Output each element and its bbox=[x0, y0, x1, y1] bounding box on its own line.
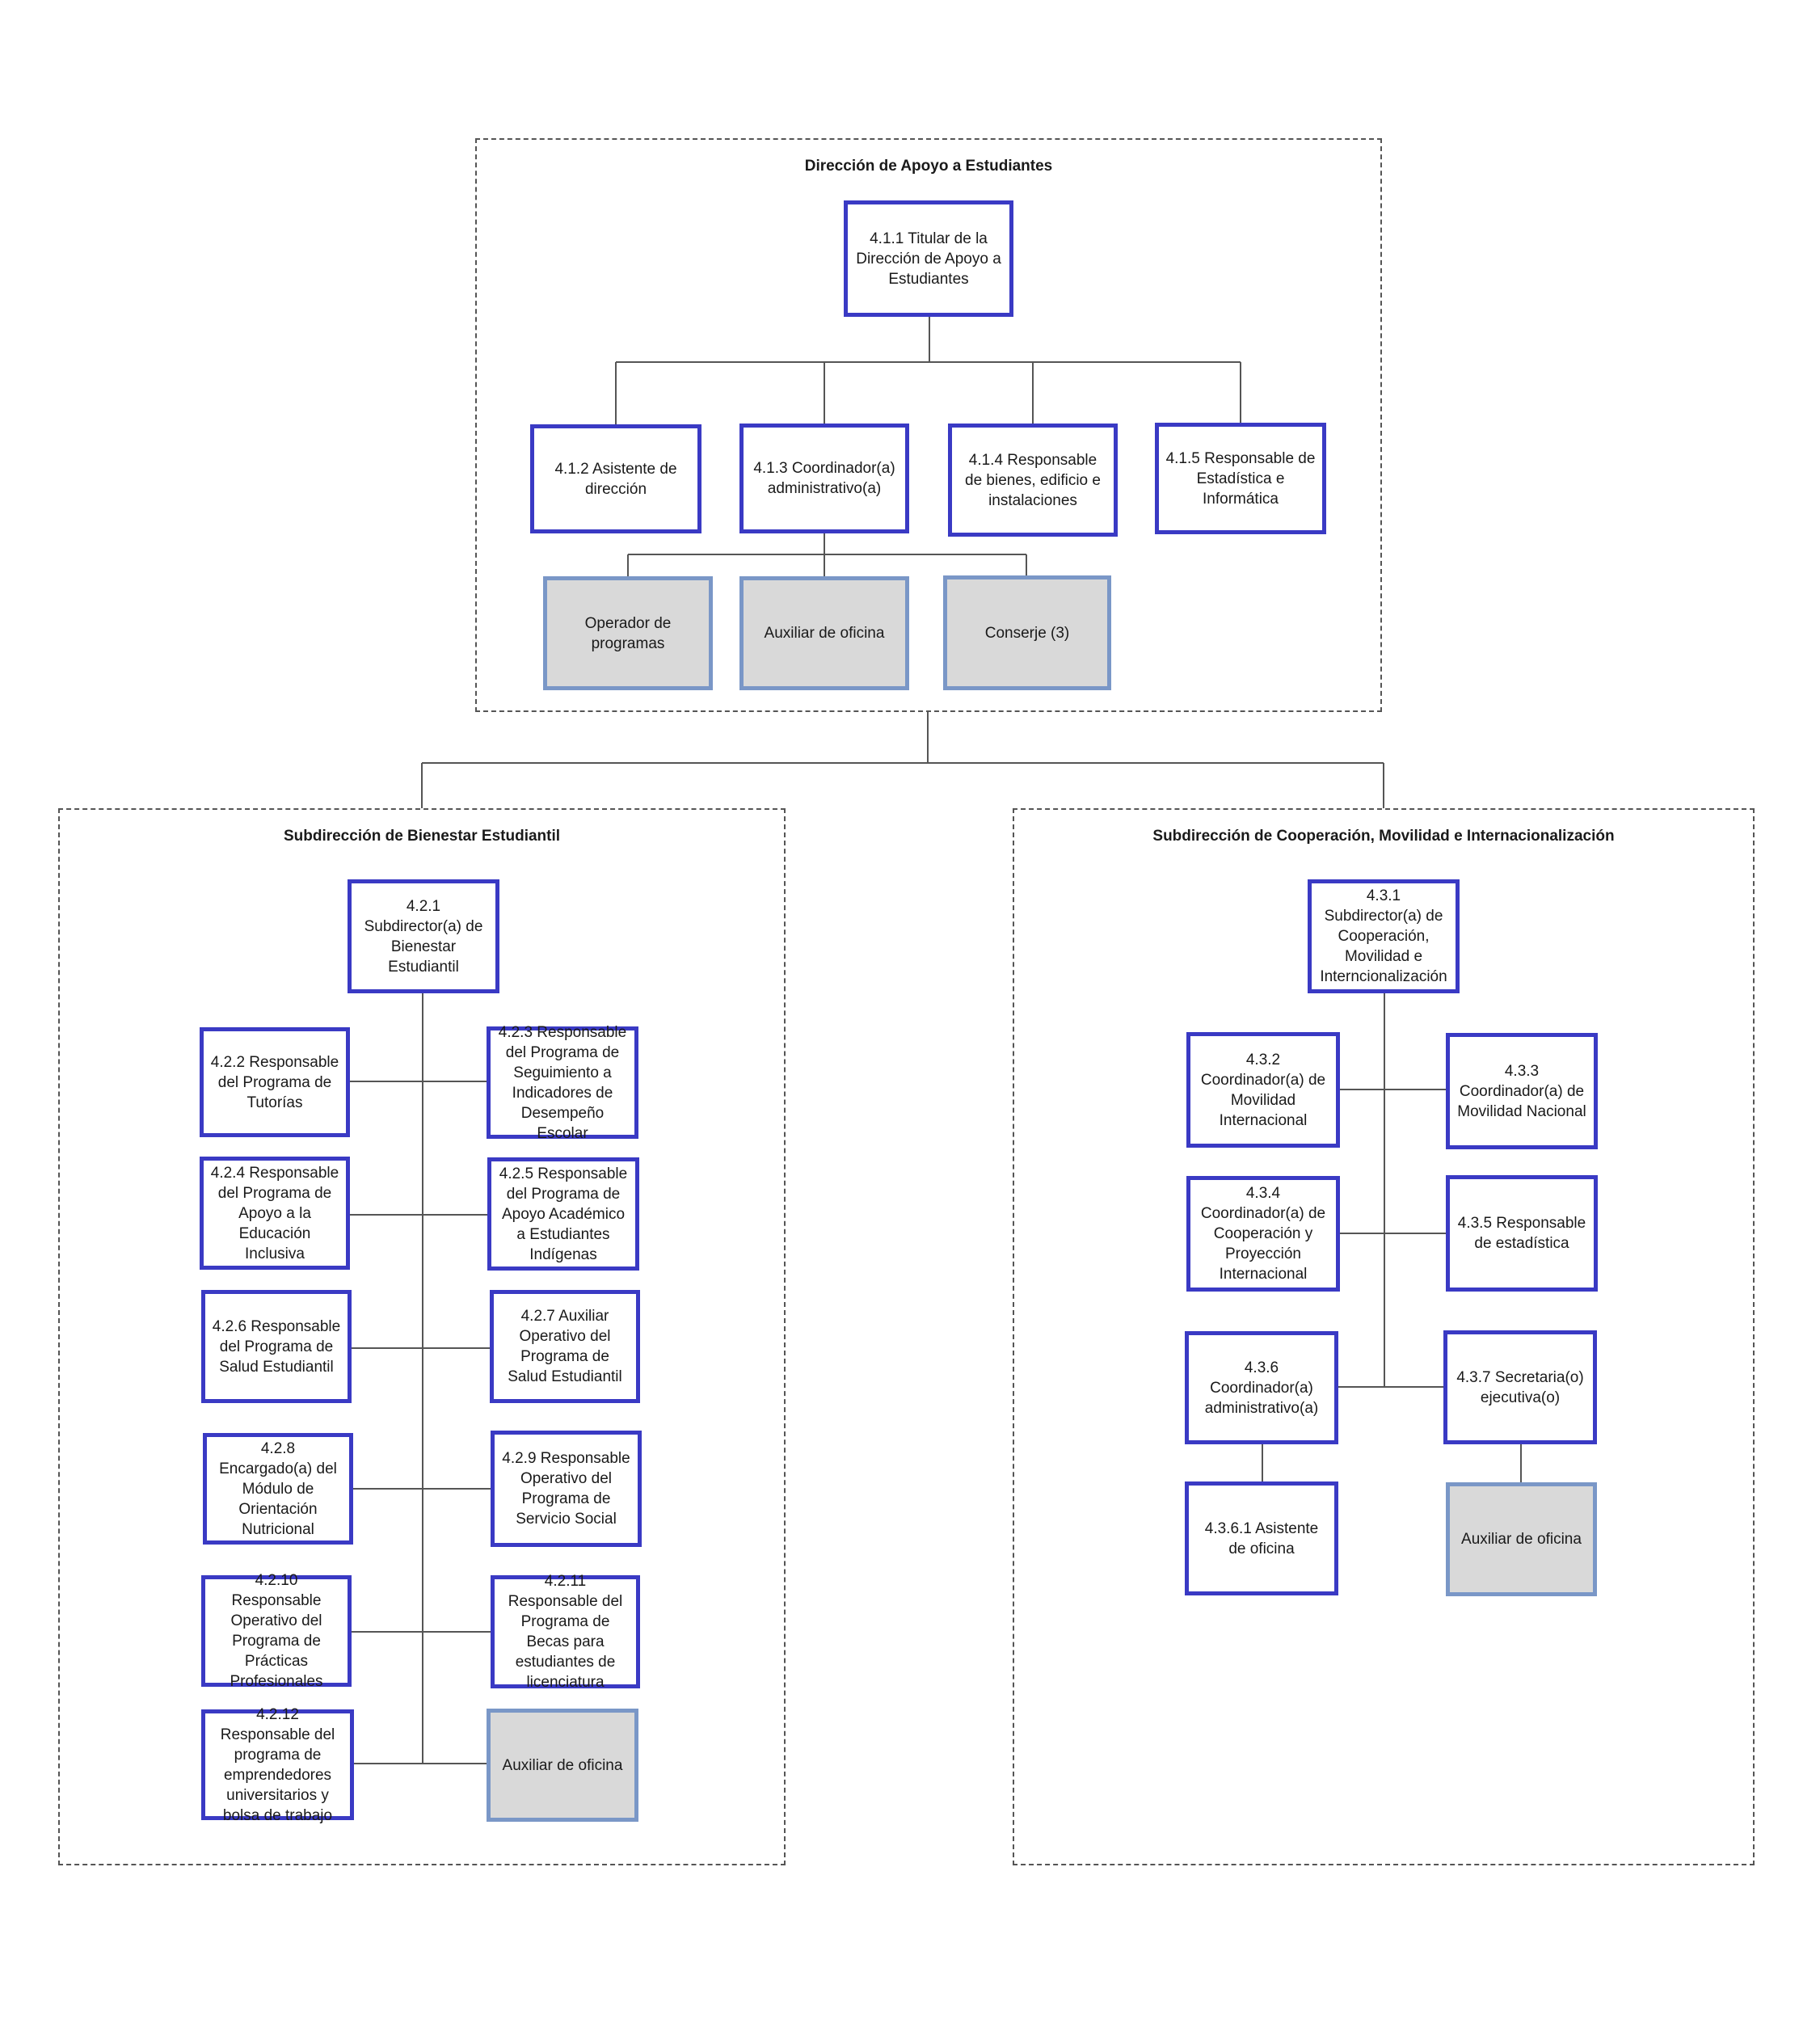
node-4-2-2: 4.2.2 Responsable del Programa de Tutorí… bbox=[200, 1027, 350, 1137]
node-4-2-11: 4.2.11 Responsable del Programa de Becas… bbox=[491, 1573, 640, 1691]
node-4-1-5: 4.1.5 Responsable de Estadística e Infor… bbox=[1155, 423, 1326, 534]
group-title-cooperacion: Subdirección de Cooperación, Movilidad e… bbox=[1152, 828, 1615, 845]
node-4-3-1: 4.3.1 Subdirector(a) de Cooperación, Mov… bbox=[1308, 879, 1460, 993]
node-4-2-9: 4.2.9 Responsable Operativo del Programa… bbox=[491, 1431, 642, 1547]
node-4-2-4: 4.2.4 Responsable del Programa de Apoyo … bbox=[200, 1157, 350, 1270]
node-4-2-10: 4.2.10 Responsable Operativo del Program… bbox=[201, 1572, 352, 1690]
node-4-3-6-1: 4.3.6.1 Asistente de oficina bbox=[1185, 1481, 1338, 1595]
node-4-3-4: 4.3.4 Coordinador(a) de Cooperación y Pr… bbox=[1186, 1176, 1340, 1292]
node-4-1-2: 4.1.2 Asistente de dirección bbox=[530, 424, 701, 533]
group-title-bienestar: Subdirección de Bienestar Estudiantil bbox=[283, 828, 561, 845]
node-4-2-7: 4.2.7 Auxiliar Operativo del Programa de… bbox=[490, 1290, 640, 1403]
node-4-1-3: 4.1.3 Coordinador(a) administrativo(a) bbox=[739, 424, 909, 533]
node-4-2-1: 4.2.1 Subdirector(a) de Bienestar Estudi… bbox=[348, 879, 499, 993]
node-conserje: Conserje (3) bbox=[943, 575, 1111, 690]
node-4-2-12: 4.2.12 Responsable del programa de empre… bbox=[201, 1706, 354, 1824]
node-4-3-5: 4.3.5 Responsable de estadística bbox=[1446, 1175, 1598, 1292]
node-4-2-6: 4.2.6 Responsable del Programa de Salud … bbox=[201, 1290, 352, 1403]
node-4-2-8: 4.2.8 Encargado(a) del Módulo de Orienta… bbox=[203, 1433, 353, 1545]
node-operador-programas: Operador de programas bbox=[543, 576, 713, 690]
node-4-3-7: 4.3.7 Secretaria(o) ejecutiva(o) bbox=[1443, 1330, 1597, 1444]
node-4-1-1: 4.1.1 Titular de la Dirección de Apoyo a… bbox=[844, 200, 1013, 317]
node-4-1-4: 4.1.4 Responsable de bienes, edificio e … bbox=[948, 424, 1118, 537]
group-bienestar: Subdirección de Bienestar Estudiantil bbox=[58, 808, 786, 1865]
node-4-3-6: 4.3.6 Coordinador(a) administrativo(a) bbox=[1185, 1331, 1338, 1444]
node-4-3-3: 4.3.3 Coordinador(a) de Movilidad Nacion… bbox=[1446, 1033, 1598, 1149]
node-4-2-5: 4.2.5 Responsable del Programa de Apoyo … bbox=[487, 1157, 639, 1271]
node-4-3-2: 4.3.2 Coordinador(a) de Movilidad Intern… bbox=[1186, 1032, 1340, 1148]
node-auxiliar-oficina-direccion: Auxiliar de oficina bbox=[739, 576, 909, 690]
node-auxiliar-oficina-bienestar: Auxiliar de oficina bbox=[487, 1709, 638, 1822]
node-auxiliar-oficina-cooperacion: Auxiliar de oficina bbox=[1446, 1482, 1597, 1596]
group-title-direccion: Dirección de Apoyo a Estudiantes bbox=[804, 158, 1053, 175]
node-4-2-3: 4.2.3 Responsable del Programa de Seguim… bbox=[487, 1024, 638, 1142]
group-direccion: Dirección de Apoyo a Estudiantes bbox=[475, 138, 1382, 712]
group-cooperacion: Subdirección de Cooperación, Movilidad e… bbox=[1013, 808, 1755, 1865]
